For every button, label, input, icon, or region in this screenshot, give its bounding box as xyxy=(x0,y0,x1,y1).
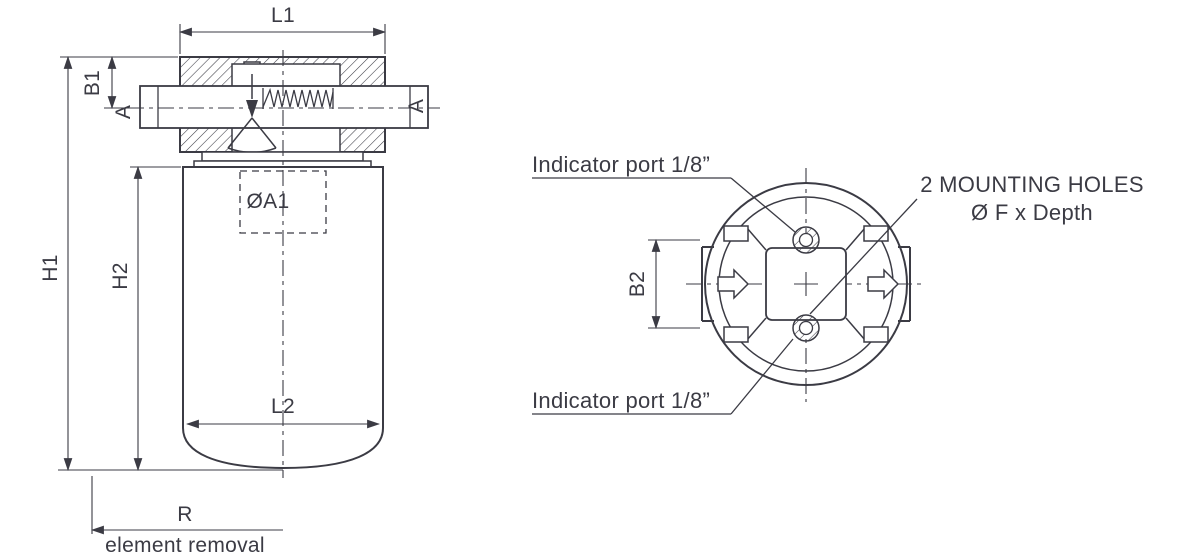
port-label-a-right: A xyxy=(405,99,428,113)
indicator-port-bottom xyxy=(792,314,820,342)
callout-indicator-bottom: Indicator port 1/8” xyxy=(532,338,794,415)
callout-mounting-holes: 2 MOUNTING HOLES Ø F x Depth xyxy=(809,172,1144,315)
central-square-boss xyxy=(765,247,847,321)
callout-indicator-top: Indicator port 1/8” xyxy=(532,152,796,233)
right-port-boss xyxy=(898,246,911,322)
indicator-port-top xyxy=(792,226,820,254)
dim-label-h2: H2 xyxy=(109,262,132,289)
dimension-r: R element removal xyxy=(90,476,283,556)
flow-arrow-right-icon xyxy=(867,268,900,300)
dim-label-l1: L1 xyxy=(271,4,295,27)
dimension-b1: B1 xyxy=(81,55,134,110)
dim-label-r: R xyxy=(177,503,192,526)
indicator-port-bottom-label: Indicator port 1/8” xyxy=(532,388,710,413)
dim-label-h1: H1 xyxy=(39,254,62,281)
valve-poppet xyxy=(246,100,258,118)
dim-label-b2: B2 xyxy=(626,271,649,297)
clamp-tabs xyxy=(723,225,889,343)
indicator-port-top-label: Indicator port 1/8” xyxy=(532,152,710,177)
flow-arrow-left-icon xyxy=(717,268,750,300)
top-view: B2 Indicator port 1/8” Indicator port 1/… xyxy=(532,152,1144,415)
dim-label-oa1: ØA1 xyxy=(247,190,290,213)
dimension-l2: L2 xyxy=(185,395,381,429)
filter-head-section xyxy=(139,56,429,153)
left-port-boss xyxy=(701,246,714,322)
port-label-a-left: A xyxy=(112,105,135,119)
element-removal-label: element removal xyxy=(105,534,265,556)
mounting-holes-label-line1: 2 MOUNTING HOLES xyxy=(920,172,1144,197)
dimension-h2: H2 xyxy=(109,165,181,472)
dimension-h1: H1 xyxy=(39,55,283,472)
side-view: L1 B1 A A ØA1 H1 H2 L2 xyxy=(39,4,440,556)
dimension-l1: L1 xyxy=(178,4,387,54)
mounting-holes-label-line2: Ø F x Depth xyxy=(971,200,1093,225)
dimension-b2: B2 xyxy=(626,238,700,330)
casting-webs xyxy=(746,227,866,341)
dim-label-b1: B1 xyxy=(81,70,104,96)
bypass-spring xyxy=(262,87,334,108)
dim-label-l2: L2 xyxy=(271,395,295,418)
